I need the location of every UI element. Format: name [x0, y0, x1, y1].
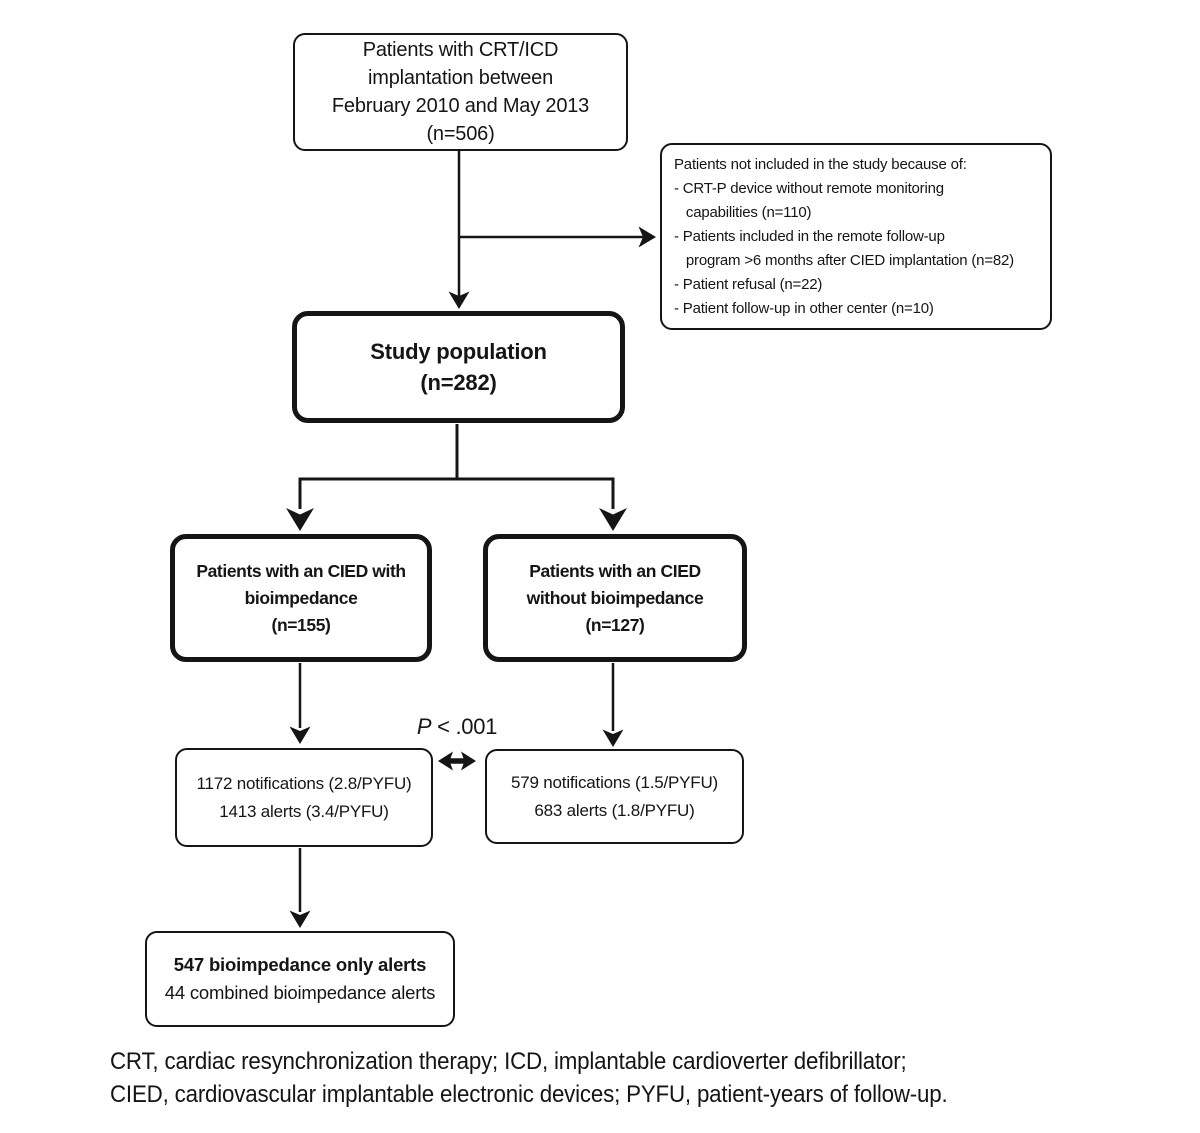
cied-without-bioimpedance-text: Patients with an CIED without bioimpedan… [526, 560, 704, 635]
bioimpedance-only-alerts-text: 547 bioimpedance only alerts [173, 954, 427, 975]
p-value-symbol: P [416, 714, 432, 739]
notifications-without-box: 579 notifications (1.5/PYFU) 683 alerts … [485, 749, 744, 844]
enrollment-box: Patients with CRT/ICD implantation betwe… [293, 33, 628, 151]
notifications-with-box: 1172 notifications (2.8/PYFU) 1413 alert… [175, 748, 433, 847]
p-value-label: P < .001 [408, 714, 506, 740]
study-population-box: Study population (n=282) [292, 311, 625, 423]
notifications-without-text: 579 notifications (1.5/PYFU) 683 alerts … [511, 772, 718, 820]
notifications-with-text: 1172 notifications (2.8/PYFU) 1413 alert… [196, 773, 412, 821]
enrollment-text: Patients with CRT/ICD implantation betwe… [331, 39, 590, 145]
combined-bioimpedance-alerts-text: 44 combined bioimpedance alerts [164, 982, 436, 1003]
cied-with-bioimpedance-box: Patients with an CIED with bioimpedance … [170, 534, 432, 662]
exclusion-text: Patients not included in the study becau… [674, 155, 1014, 317]
p-value-comparison: < .001 [431, 714, 498, 739]
study-population-text: Study population (n=282) [370, 339, 547, 395]
cied-with-bioimpedance-text: Patients with an CIED with bioimpedance … [196, 560, 406, 635]
abbreviations-caption: CRT, cardiac resynchronization therapy; … [110, 1048, 948, 1108]
exclusion-box: Patients not included in the study becau… [660, 143, 1052, 330]
bioimpedance-alerts-box: 547 bioimpedance only alerts 44 combined… [145, 931, 455, 1027]
cied-without-bioimpedance-box: Patients with an CIED without bioimpedan… [483, 534, 747, 662]
